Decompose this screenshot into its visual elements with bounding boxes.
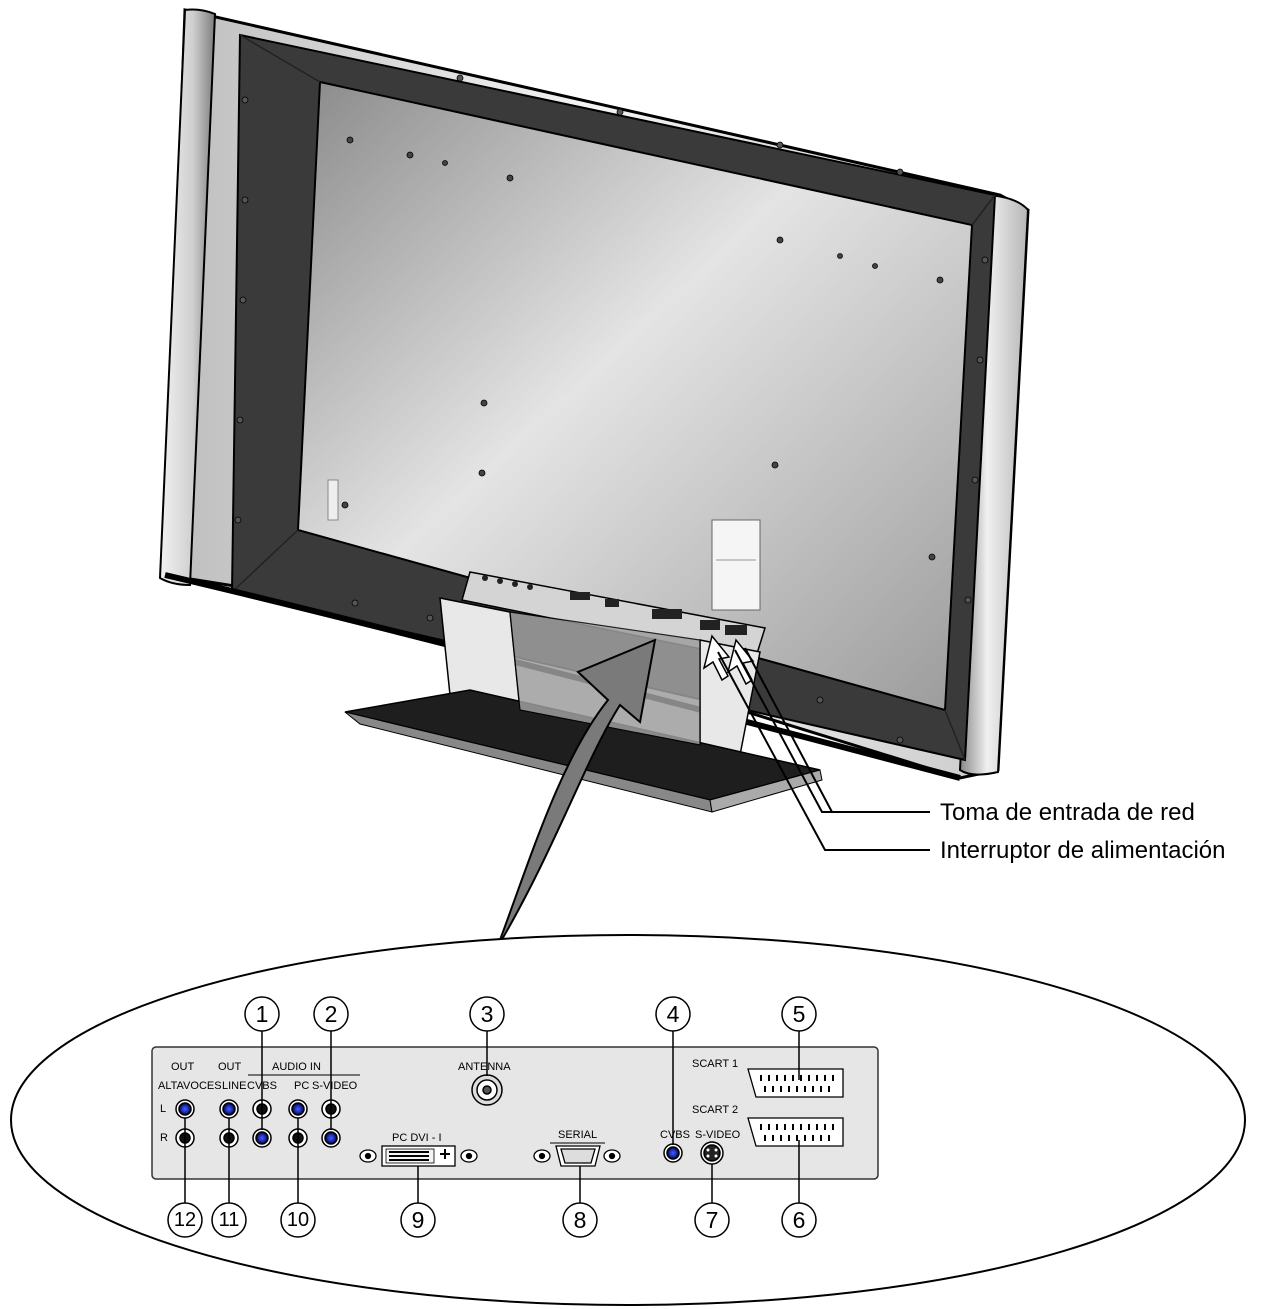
pc-dvi-label: PC DVI - I bbox=[392, 1132, 442, 1144]
out-line-header: OUT bbox=[218, 1061, 242, 1073]
callout-8: 8 bbox=[562, 1202, 598, 1238]
mains-socket-label: Toma de entrada de red bbox=[940, 799, 1195, 826]
pc-audio-label: PC bbox=[294, 1080, 309, 1092]
svideo-audio-label: S-VIDEO bbox=[312, 1080, 358, 1092]
callout-1: 1 bbox=[244, 996, 280, 1032]
svg-text:4: 4 bbox=[667, 1001, 680, 1027]
audio-in-header: AUDIO IN bbox=[272, 1061, 321, 1073]
callout-12: 12 bbox=[167, 1202, 203, 1238]
callout-4: 4 bbox=[655, 996, 691, 1032]
power-switch-label: Interruptor de alimentación bbox=[940, 837, 1226, 864]
svg-text:1: 1 bbox=[256, 1001, 269, 1027]
line-out-l-jack bbox=[219, 1099, 239, 1119]
svg-text:2: 2 bbox=[325, 1001, 338, 1027]
callout-11: 11 bbox=[211, 1202, 247, 1238]
svg-text:9: 9 bbox=[412, 1207, 425, 1233]
line-label: LINE bbox=[222, 1080, 246, 1092]
scart2-label: SCART 2 bbox=[692, 1104, 738, 1116]
svideo-audio-r-jack bbox=[321, 1128, 341, 1148]
svg-text:10: 10 bbox=[287, 1209, 309, 1231]
svg-text:3: 3 bbox=[481, 1001, 494, 1027]
callout-2: 2 bbox=[313, 996, 349, 1032]
callout-5: 5 bbox=[781, 996, 817, 1032]
svg-text:11: 11 bbox=[219, 1209, 240, 1231]
zoom-arrow bbox=[496, 638, 657, 949]
side-sticker bbox=[327, 479, 339, 521]
svg-text:7: 7 bbox=[706, 1207, 719, 1233]
serial-label: SERIAL bbox=[558, 1129, 597, 1141]
cvbs-video-jack bbox=[663, 1143, 683, 1163]
speaker-out-l-jack bbox=[175, 1099, 195, 1119]
frame-screws bbox=[234, 74, 989, 744]
left-channel-label: L bbox=[160, 1103, 166, 1115]
callout-leaders bbox=[717, 647, 930, 851]
right-channel-label: R bbox=[160, 1132, 168, 1144]
antenna-label: ANTENNA bbox=[458, 1061, 511, 1073]
antenna-connector bbox=[471, 1074, 503, 1106]
svg-text:6: 6 bbox=[793, 1207, 806, 1233]
pc-audio-l-jack bbox=[288, 1099, 308, 1119]
callout-6: 6 bbox=[781, 1202, 817, 1238]
callout-7: 7 bbox=[694, 1202, 730, 1238]
back-screws bbox=[341, 136, 944, 561]
tv-right-side bbox=[958, 193, 1030, 776]
cvbs-video-label: CVBS bbox=[660, 1129, 690, 1141]
rating-label-sticker bbox=[711, 519, 761, 611]
scart1-connector bbox=[747, 1068, 844, 1098]
mains-socket-arrow bbox=[702, 634, 731, 682]
callout-10: 10 bbox=[280, 1202, 316, 1238]
cvbs-audio-r-jack bbox=[252, 1128, 272, 1148]
svg-text:8: 8 bbox=[574, 1207, 587, 1233]
svg-text:5: 5 bbox=[793, 1001, 806, 1027]
altavoces-label: ALTAVOCES bbox=[158, 1080, 222, 1092]
serial-connector bbox=[533, 1145, 621, 1167]
dvi-connector bbox=[359, 1145, 478, 1167]
callout-number-leaders bbox=[184, 1031, 800, 1203]
svideo-connector bbox=[700, 1141, 724, 1165]
svg-text:12: 12 bbox=[174, 1209, 196, 1231]
scart2-connector bbox=[747, 1117, 844, 1147]
out-speakers-header: OUT bbox=[171, 1061, 195, 1073]
scart1-label: SCART 1 bbox=[692, 1058, 738, 1070]
callout-3: 3 bbox=[469, 996, 505, 1032]
tv-rear-view bbox=[158, 8, 1030, 813]
svideo-video-label: S-VIDEO bbox=[695, 1129, 741, 1141]
tv-left-side bbox=[158, 8, 217, 587]
callout-9: 9 bbox=[400, 1202, 436, 1238]
